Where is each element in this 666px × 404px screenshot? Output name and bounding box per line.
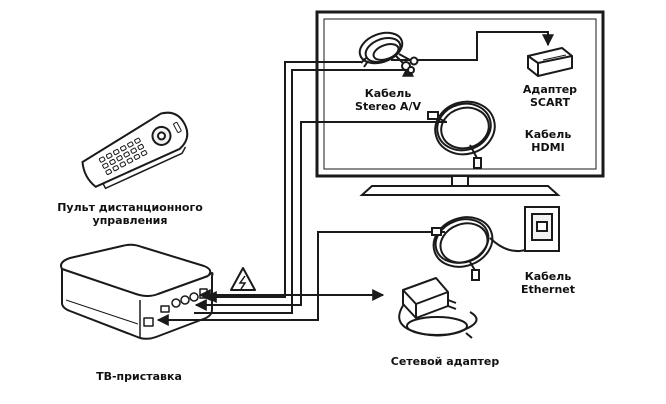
wall-socket-icon [524, 206, 560, 252]
label-set-top-box: ТВ-приставка [84, 370, 194, 383]
label-stereo-av-cable-line2: Stereo A/V [355, 100, 421, 113]
high-voltage-warning-icon [230, 267, 256, 291]
label-scart-adapter-line1: Адаптер [522, 83, 578, 96]
set-top-box-icon [60, 243, 214, 340]
label-scart-adapter: Адаптер SCART [508, 83, 592, 109]
stereo-av-cable-icon [358, 31, 419, 74]
label-power-adapter-text: Сетевой адаптер [390, 355, 500, 368]
label-hdmi-cable-line1: Кабель [524, 128, 572, 141]
label-remote-control: Пульт дистанционного управления [55, 201, 205, 227]
remote-control-icon [81, 111, 189, 190]
scart-adapter-icon [527, 46, 573, 78]
label-set-top-box-text: ТВ-приставка [96, 370, 182, 383]
label-ethernet-cable-line2: Ethernet [520, 283, 576, 296]
label-remote-control-line2: управления [92, 214, 168, 227]
label-stereo-av-cable-line1: Кабель [364, 87, 412, 100]
power-adapter-icon [398, 277, 478, 339]
label-ethernet-cable: Кабель Ethernet [498, 270, 598, 296]
label-scart-adapter-line2: SCART [530, 96, 570, 109]
label-remote-control-line1: Пульт дистанционного [57, 201, 203, 214]
label-hdmi-cable: Кабель HDMI [506, 128, 590, 154]
hdmi-cable-icon [427, 100, 496, 169]
label-power-adapter: Сетевой адаптер [375, 355, 515, 368]
label-stereo-av-cable: Кабель Stereo A/V [338, 87, 438, 113]
tv-icon [315, 10, 605, 196]
label-hdmi-cable-line2: HDMI [531, 141, 565, 154]
label-ethernet-cable-line1: Кабель [524, 270, 572, 283]
